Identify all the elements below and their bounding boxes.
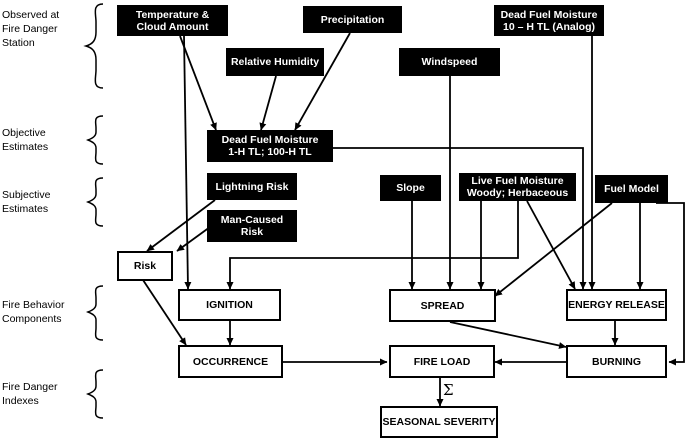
box-risk: Risk [117, 251, 173, 281]
box-relative-humidity: Relative Humidity [226, 48, 324, 76]
box-dead-fuel-objective-line1: Dead Fuel Moisture [221, 134, 319, 146]
arrow-risk-to-occurrence [142, 279, 187, 346]
row-label-fire-behavior-line1: Fire Behavior [2, 299, 65, 311]
arrow-man-caused-to-risk [176, 226, 211, 252]
row-label-observed: Observed at Fire Danger Station [2, 8, 59, 50]
brace-fire-danger [85, 369, 104, 419]
brace-objective [85, 115, 104, 165]
box-energy-release: ENERGY RELEASE [566, 289, 667, 321]
box-risk-line1: Risk [133, 260, 157, 272]
row-label-fire-danger-line2: Indexes [2, 395, 39, 407]
arrow-temperature-to-ignition [183, 35, 192, 290]
box-precipitation: Precipitation [303, 6, 402, 33]
arrow-precipitation-to-dead-fuel [294, 32, 351, 131]
box-dead-fuel-10h: Dead Fuel Moisture 10 – H TL (Analog) [494, 5, 604, 36]
box-spread-line1: SPREAD [420, 299, 465, 312]
brace-fire-behavior [85, 285, 104, 341]
row-label-subjective-line2: Estimates [2, 203, 49, 215]
box-occurrence-line1: OCCURRENCE [192, 355, 269, 368]
row-label-objective: Objective Estimates [2, 126, 48, 154]
arrow-relative-humidity-to-dead-fuel [259, 75, 277, 131]
sigma-symbol: Σ [443, 381, 454, 399]
arrow-fuel-model-to-spread [494, 202, 613, 297]
box-live-fuel-line1: Live Fuel Moisture [471, 175, 564, 187]
arrow-fuel-model-to-burning [656, 202, 685, 366]
arrow-dead-fuel-to-energy-release [333, 147, 587, 290]
brace-subjective [85, 177, 104, 227]
box-seasonal-severity-line1: SEASONAL SEVERITY [382, 416, 496, 428]
row-label-observed-line1: Observed at [2, 9, 60, 21]
row-label-fire-behavior: Fire Behavior Components [2, 298, 64, 326]
box-temperature-line1: Temperature & [135, 8, 210, 21]
box-lightning-risk-line1: Lightning Risk [215, 180, 289, 193]
row-label-observed-line3: Station [2, 37, 35, 49]
box-precipitation-line1: Precipitation [320, 13, 385, 26]
box-lightning-risk: Lightning Risk [207, 173, 297, 200]
box-fuel-model-line1: Fuel Model [604, 183, 659, 195]
box-burning: BURNING [566, 345, 667, 378]
row-label-objective-line1: Objective [2, 127, 46, 139]
box-occurrence: OCCURRENCE [178, 345, 283, 378]
box-dead-fuel-10h-line1: Dead Fuel Moisture [500, 8, 598, 21]
row-label-subjective: Subjective Estimates [2, 188, 50, 216]
arrow-live-fuel-to-ignition [226, 201, 519, 290]
box-slope-line1: Slope [396, 182, 425, 194]
box-live-fuel-line2: Woody; Herbaceous [466, 187, 569, 199]
box-fuel-model: Fuel Model [595, 175, 668, 203]
arrow-temperature-to-dead-fuel [179, 35, 217, 131]
box-slope: Slope [380, 175, 441, 201]
box-man-caused-line1: Man-Caused [220, 214, 284, 226]
box-ignition: IGNITION [178, 289, 281, 321]
box-ignition-line1: IGNITION [206, 299, 253, 311]
box-man-caused-risk: Man-Caused Risk [207, 210, 297, 242]
box-burning-line1: BURNING [592, 355, 641, 368]
row-label-fire-danger-line1: Fire Danger [2, 381, 58, 393]
brace-observed [83, 3, 104, 89]
arrow-live-fuel-to-energy-release [526, 200, 576, 290]
box-spread: SPREAD [389, 289, 496, 322]
arrow-spread-to-burning [449, 321, 567, 349]
box-temperature-cloud: Temperature & Cloud Amount [117, 5, 228, 36]
box-live-fuel-moisture: Live Fuel Moisture Woody; Herbaceous [459, 173, 576, 201]
box-fire-load-line1: FIRE LOAD [413, 355, 471, 368]
box-dead-fuel-objective: Dead Fuel Moisture 1-H TL; 100-H TL [207, 130, 333, 162]
box-temperature-line2: Cloud Amount [136, 20, 209, 33]
box-seasonal-severity: SEASONAL SEVERITY [380, 406, 498, 438]
box-fire-load: FIRE LOAD [389, 345, 495, 378]
row-label-fire-danger: Fire Danger Indexes [2, 380, 57, 408]
row-label-subjective-line1: Subjective [2, 189, 51, 201]
box-relative-humidity-line1: Relative Humidity [230, 56, 320, 68]
box-man-caused-line2: Risk [240, 226, 264, 238]
box-dead-fuel-objective-line2: 1-H TL; 100-H TL [228, 146, 312, 158]
row-label-fire-behavior-line2: Components [2, 313, 62, 325]
box-energy-release-line1: ENERGY RELEASE [568, 299, 665, 311]
arrow-lightning-to-risk [146, 199, 216, 252]
row-label-observed-line2: Fire Danger [2, 23, 58, 35]
box-dead-fuel-10h-line2: 10 – H TL (Analog) [503, 20, 595, 33]
box-windspeed: Windspeed [399, 48, 500, 76]
box-windspeed-line1: Windspeed [421, 56, 478, 68]
row-label-objective-line2: Estimates [2, 141, 49, 153]
